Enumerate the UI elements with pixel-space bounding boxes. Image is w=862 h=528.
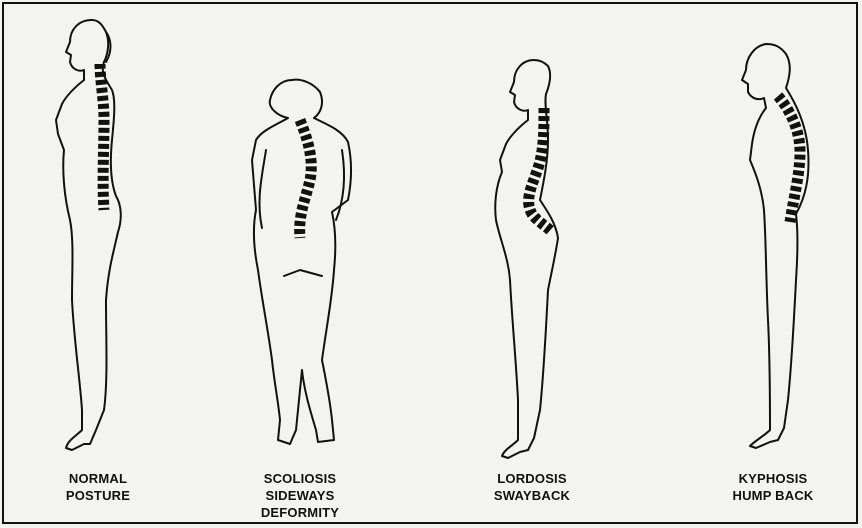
caption-line: SWAYBACK [462, 487, 602, 504]
caption-line: LORDOSIS [462, 470, 602, 487]
caption-normal-posture: NORMAL POSTURE [28, 470, 168, 504]
caption-scoliosis: SCOLIOSIS SIDEWAYS DEFORMITY [230, 470, 370, 521]
spine-normal [100, 64, 104, 210]
caption-lordosis: LORDOSIS SWAYBACK [462, 470, 602, 504]
caption-line: HUMP BACK [703, 487, 843, 504]
caption-kyphosis: KYPHOSIS HUMP BACK [703, 470, 843, 504]
caption-line: SIDEWAYS [230, 487, 370, 504]
spine-scoliosis [300, 120, 312, 238]
figure-normal-posture [56, 20, 121, 450]
spine-kyphosis [778, 96, 800, 222]
caption-line: NORMAL [28, 470, 168, 487]
caption-line: POSTURE [28, 487, 168, 504]
caption-line: SCOLIOSIS [230, 470, 370, 487]
caption-line: DEFORMITY [230, 504, 370, 521]
figure-scoliosis [252, 80, 351, 444]
caption-line: KYPHOSIS [703, 470, 843, 487]
figure-kyphosis [742, 44, 809, 448]
